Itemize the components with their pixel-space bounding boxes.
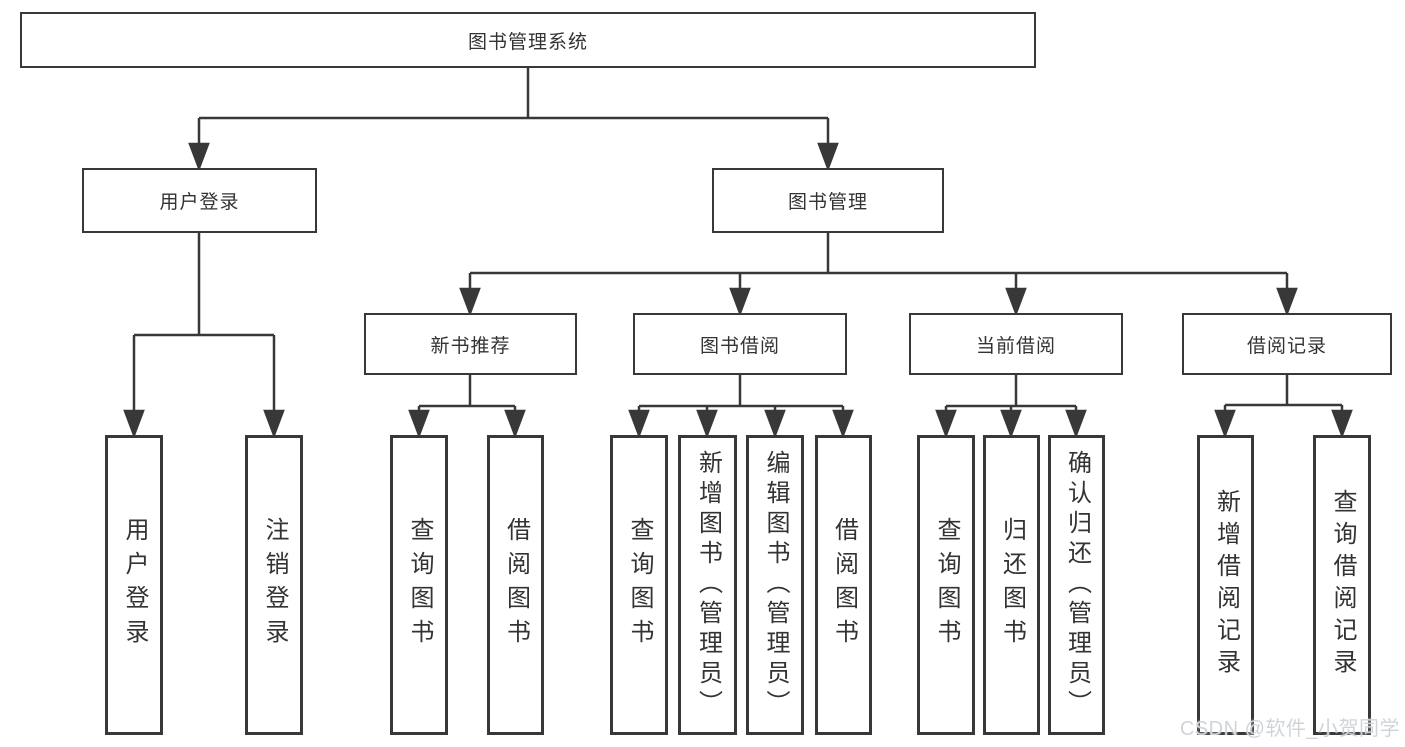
leaf-label: 借阅图书 (502, 517, 530, 653)
arrowhead (832, 409, 854, 439)
connector-book-mgmt-to-level3 (468, 233, 1289, 295)
node-user-login: 用户登录 (82, 168, 317, 233)
arrowhead (408, 409, 430, 439)
connector-root-to-level2 (197, 68, 830, 150)
node-library-management-system: 图书管理系统 (20, 12, 1036, 68)
leaf-query-books-current: 查询图书 (917, 435, 975, 735)
arrowhead (1214, 409, 1236, 439)
node-book-borrow: 图书借阅 (633, 313, 847, 375)
arrowhead (459, 287, 481, 317)
node-new-book-recommend: 新书推荐 (364, 313, 577, 375)
connector-borrow-records-to-leaves (1223, 375, 1344, 416)
arrowhead (817, 142, 839, 172)
arrowhead (1005, 287, 1027, 317)
arrowhead (188, 142, 210, 172)
leaf-query-books-borrow: 查询图书 (610, 435, 668, 735)
leaf-borrow-books-recommend: 借阅图书 (487, 435, 544, 735)
leaf-label: 新增图书（管理员） (694, 450, 722, 720)
leaf-label: 编辑图书（管理员） (762, 450, 789, 720)
arrowhead (729, 287, 751, 317)
leaf-borrow-books: 借阅图书 (815, 435, 872, 735)
leaf-query-books-recommend: 查询图书 (390, 435, 448, 735)
leaf-label: 归还图书 (998, 517, 1026, 653)
arrowhead (1000, 409, 1022, 439)
arrowhead (1276, 287, 1298, 317)
leaf-label: 查询借阅记录 (1329, 489, 1356, 681)
arrowhead (123, 409, 145, 439)
leaf-add-borrow-record: 新增借阅记录 (1197, 435, 1254, 735)
arrowhead (263, 409, 285, 439)
arrowhead (628, 409, 650, 439)
arrowhead (1065, 409, 1087, 439)
leaf-label: 查询图书 (626, 517, 653, 653)
leaf-user-login: 用户登录 (105, 435, 163, 735)
leaf-label: 借阅图书 (830, 517, 858, 653)
leaf-add-books-admin: 新增图书（管理员） (678, 435, 737, 735)
connector-book-borrow-to-leaves (637, 375, 845, 416)
arrowhead (696, 409, 718, 439)
node-current-borrow: 当前借阅 (909, 313, 1123, 375)
node-book-management: 图书管理 (712, 168, 944, 233)
arrowhead (504, 409, 526, 439)
connector-new-book-to-leaves (417, 375, 517, 416)
csdn-watermark: CSDN @软件_小贺同学 (1179, 718, 1400, 740)
arrowhead (935, 409, 957, 439)
leaf-label: 注销登录 (261, 517, 288, 653)
leaf-confirm-return-admin: 确认归还（管理员） (1048, 435, 1105, 735)
leaf-logout: 注销登录 (245, 435, 303, 735)
connector-user-login-to-leaves (132, 233, 276, 415)
leaf-label: 确认归还（管理员） (1063, 450, 1091, 720)
leaf-query-borrow-record: 查询借阅记录 (1313, 435, 1371, 735)
leaf-label: 查询图书 (933, 517, 960, 653)
arrowhead (764, 409, 786, 439)
leaf-edit-books-admin: 编辑图书（管理员） (746, 435, 804, 735)
node-borrow-records: 借阅记录 (1182, 313, 1392, 375)
leaf-label: 新增借阅记录 (1212, 489, 1240, 681)
leaf-return-books: 归还图书 (983, 435, 1040, 735)
leaf-label: 用户登录 (121, 517, 148, 653)
arrowhead (1331, 409, 1353, 439)
leaf-label: 查询图书 (406, 517, 433, 653)
